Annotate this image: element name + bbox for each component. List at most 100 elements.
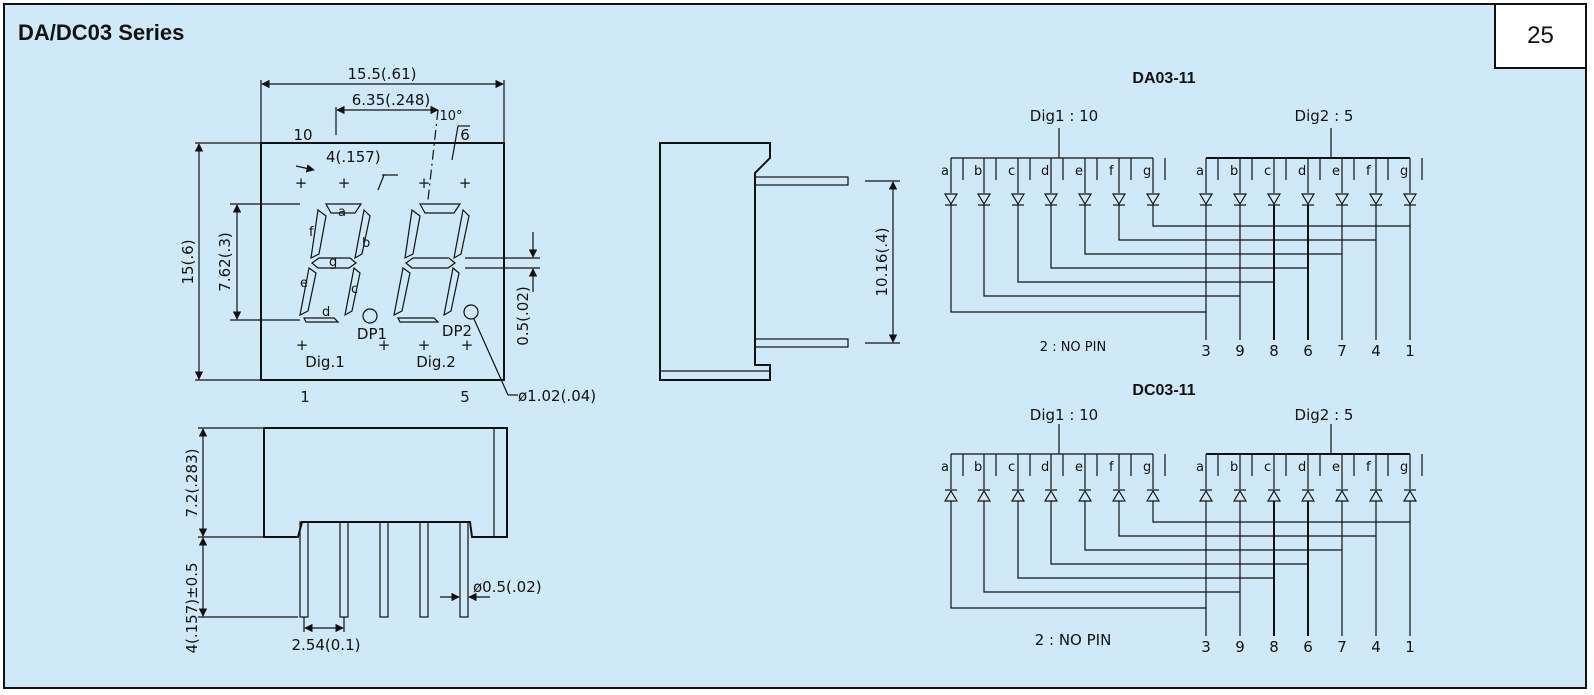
digit-2-segments: [393, 203, 470, 323]
route-dig1-e: [1084, 501, 1342, 551]
height-dimension-label: 15(.6): [179, 239, 197, 284]
segment-f-label: f: [309, 225, 314, 240]
dig1-segment-label-b: b: [974, 164, 982, 179]
side-pin-top: [754, 176, 849, 186]
circuit-da-dig2: Dig2 : 5: [1295, 107, 1354, 125]
bottom-view: 7.2(.283) 4(.157)±0.5 ø0.5(.02) 2.54(0.1…: [183, 427, 542, 654]
dig1-diode-f: [1111, 193, 1127, 206]
row-spacing-label: 10.16(.4): [873, 228, 891, 297]
dig2-segment-label-a: a: [1196, 460, 1204, 475]
dig2-segment-label-f: f: [1366, 460, 1371, 475]
dig2-diode-f: [1368, 489, 1384, 502]
dig1-diode-e: [1077, 489, 1093, 502]
dig2-diode-d: [1300, 193, 1316, 206]
segment-a-label: a: [338, 205, 346, 220]
dig1-segment-label-c: c: [1008, 460, 1015, 475]
dig2-diode-g: [1402, 193, 1418, 206]
dig2-diode-d: [1300, 489, 1316, 502]
pin-diameter-label: ø0.5(.02): [473, 578, 542, 596]
dig2-segment-label-b: b: [1230, 164, 1238, 179]
dig1-segment-label-e: e: [1075, 460, 1083, 475]
dig2-diode-g: [1402, 489, 1418, 502]
svg-text:+: +: [295, 174, 308, 192]
route-dig1-g: [1152, 501, 1410, 523]
dig2-segment-label-c: c: [1264, 164, 1271, 179]
pin-label-7: 7: [1337, 638, 1347, 656]
digit-height-label: 7.62(.3): [216, 232, 234, 291]
pin-label-8: 8: [1269, 342, 1279, 360]
slant-angle-label: 10°: [439, 109, 462, 124]
dp1-dot: [362, 308, 378, 324]
dig2-segment-label-a: a: [1196, 164, 1204, 179]
display-body-outline: [260, 142, 505, 381]
svg-text:+: +: [378, 336, 391, 354]
pin-label-7: 7: [1337, 342, 1347, 360]
dig2-segment-label-g: g: [1400, 164, 1408, 179]
dig1-diode-c: [1010, 193, 1026, 206]
route-dig1-a: [950, 501, 1206, 609]
segment-g-label: g: [329, 255, 337, 270]
dig2-diode-a: [1198, 489, 1214, 502]
dig1-segment-label-f: f: [1109, 460, 1114, 475]
dig1-diode-a: [943, 193, 959, 206]
dig2-diode-b: [1232, 193, 1248, 206]
dig1-diode-e: [1077, 193, 1093, 206]
segment-offset-label: 4(.157): [326, 148, 381, 166]
segment-d-label: d: [322, 305, 330, 320]
dig2-segment-label-f: f: [1366, 164, 1371, 179]
dig2-segment-label-g: g: [1400, 460, 1408, 475]
pin-label-9: 9: [1235, 342, 1245, 360]
pin-10-label: 10: [293, 126, 312, 144]
body-height-label: 7.2(.283): [183, 449, 201, 518]
route-dig1-b: [983, 205, 1240, 297]
route-dig1-a: [950, 205, 1206, 313]
dig1-diode-f: [1111, 489, 1127, 502]
dig1-segment-label-e: e: [1075, 164, 1083, 179]
side-pin-bottom: [754, 338, 849, 348]
dig2-diode-e: [1334, 193, 1350, 206]
route-dig1-d: [1050, 501, 1308, 565]
pin-label-1: 1: [1405, 342, 1415, 360]
mounting-marks: + + + + + + + +: [295, 174, 474, 354]
dig2-segment-label-e: e: [1332, 164, 1340, 179]
route-dig1-c: [1017, 501, 1274, 579]
pin-label-8: 8: [1269, 638, 1279, 656]
svg-text:+: +: [418, 336, 431, 354]
route-dig1-c: [1017, 205, 1274, 283]
package-side-outline: [263, 427, 508, 538]
svg-text:+: +: [418, 174, 431, 192]
dig1-diode-c: [1010, 489, 1026, 502]
dp2-label: DP2: [442, 322, 472, 340]
package-pins: [299, 521, 469, 618]
circuit-da-no-pin: 2 : NO PIN: [1040, 340, 1106, 355]
segment-e-label: e: [300, 276, 308, 291]
pin-length-label: 4(.157)±0.5: [183, 562, 201, 653]
dig1-segment-label-f: f: [1109, 164, 1114, 179]
dig2-segment-label-d: d: [1298, 460, 1306, 475]
segment-width-label: 0.5(.02): [514, 286, 532, 345]
dig1-segment-label-d: d: [1041, 164, 1049, 179]
dig1-diode-g: [1145, 193, 1161, 206]
svg-text:+: +: [461, 336, 474, 354]
dig1-diode-a: [943, 489, 959, 502]
dig2-segment-label-e: e: [1332, 460, 1340, 475]
svg-text:+: +: [459, 174, 472, 192]
route-dig1-g: [1152, 205, 1410, 227]
route-dig1-d: [1050, 205, 1308, 269]
dig1-diode-b: [976, 193, 992, 206]
dig1-segment-label-c: c: [1008, 164, 1015, 179]
circuit-dc-dig2: Dig2 : 5: [1295, 406, 1354, 424]
dp2-dot: [463, 304, 479, 320]
pin-6-label: 6: [460, 126, 470, 144]
dig2-diode-c: [1266, 489, 1282, 502]
dig1-segment-label-b: b: [974, 460, 982, 475]
dig1-segment-label-g: g: [1143, 164, 1151, 179]
pin-label-9: 9: [1235, 638, 1245, 656]
dig1-segment-label-a: a: [941, 164, 949, 179]
route-dig1-b: [983, 501, 1240, 593]
route-dig1-f: [1118, 501, 1376, 537]
pin-label-3: 3: [1201, 342, 1211, 360]
dig1-segment-label-d: d: [1041, 460, 1049, 475]
